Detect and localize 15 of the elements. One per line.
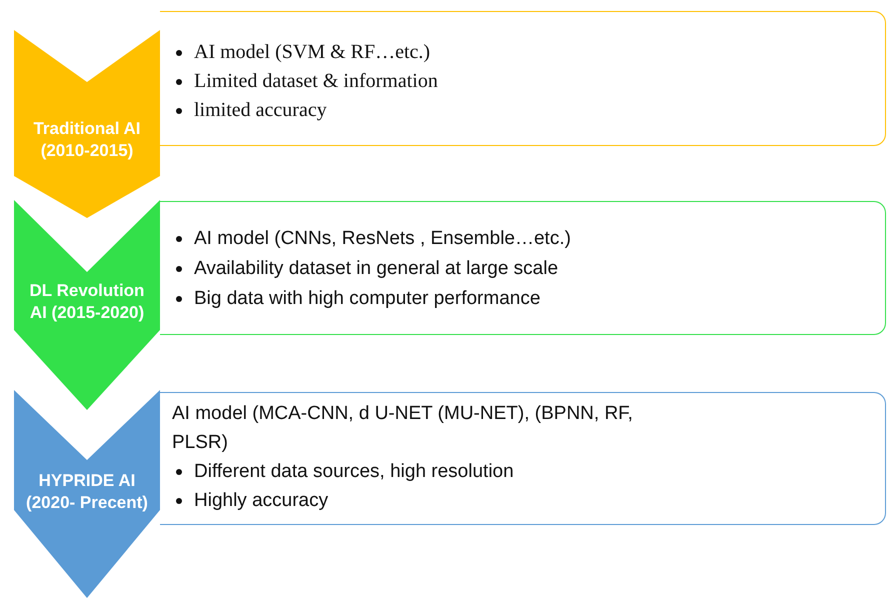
text-line: AI model (MCA-CNN, d U-NET (MU-NET), (BPNN, RF, PLSR) xyxy=(172,402,634,455)
bullet-item: AI model (CNNs, ResNets , Ensemble…etc.) xyxy=(172,224,885,254)
stage-box xyxy=(160,392,886,525)
stage-title: Traditional AI (2010-2015) xyxy=(32,118,142,162)
bullet-item: Big data with high computer performance xyxy=(172,284,885,314)
stage-box xyxy=(160,11,886,146)
bullet-item: AI model (SVM & RF…etc.) xyxy=(172,38,885,67)
bullet-item: Highly accuracy xyxy=(172,486,885,515)
stage-title: HYPRIDE AI (2020- Precent) xyxy=(25,470,149,514)
bullet-item: Different data sources, high resolution xyxy=(172,457,885,486)
bullet-item: Availability dataset in general at large scale xyxy=(172,254,885,284)
bullet-item: limited accuracy xyxy=(172,96,885,125)
stage-title: DL Revolution AI (2015-2020) xyxy=(28,280,146,324)
bullet-item: Limited dataset & information xyxy=(172,67,885,96)
stage-box xyxy=(160,201,886,335)
